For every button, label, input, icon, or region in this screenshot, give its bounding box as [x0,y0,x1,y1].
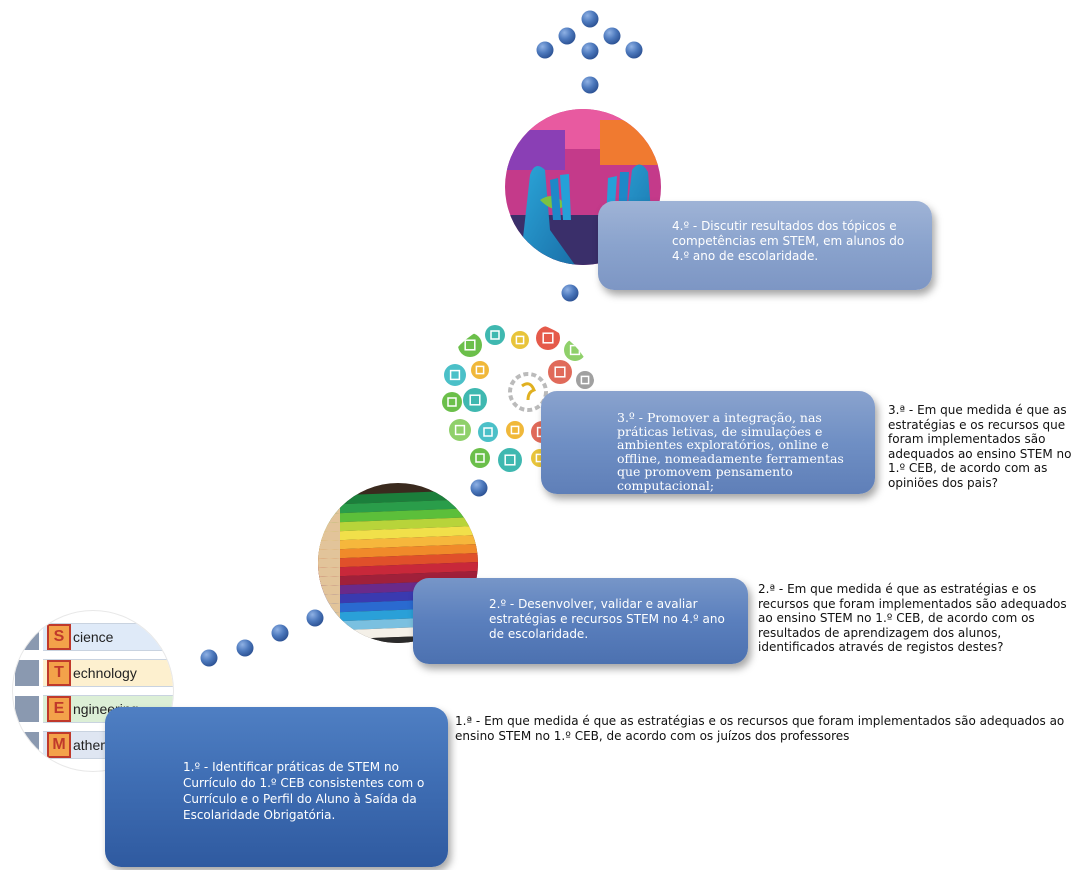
pencil-stripe [318,562,478,577]
connector-dot [470,479,488,497]
connector-dots-2 [470,479,488,497]
pencil-stripe [318,544,478,559]
pencil-stripe [318,499,478,514]
step-2-text: 2.º - Desenvolver, validar e avaliar est… [489,597,725,641]
pencil-stripe [318,490,478,505]
pencil-tip [318,648,340,658]
tool-icon-glyph [449,369,461,381]
tool-icon-glyph [542,332,554,344]
pencil-tip [318,549,340,559]
connector-dot [561,284,579,302]
tool-icon-bubble [564,339,586,361]
tool-icon-glyph [490,330,500,340]
pencil-tip [318,531,340,541]
pencil-tip [318,630,340,640]
pencil-tip [318,585,340,595]
step-3-text: 3.º - Promover a integração, nas prática… [617,410,844,493]
connector-dot [200,649,218,667]
question-1: 1.ª - Em que medida é que as estratégias… [455,714,1065,743]
tool-icon-glyph [469,394,481,406]
tool-icon-glyph [483,427,493,437]
pencil-tip [318,558,340,568]
tool-icon-bubble [449,419,471,441]
tool-icon-bubble [442,392,462,412]
connector-dot [271,624,289,642]
arrow-dot [558,27,576,45]
step-box-3: 3.º - Promover a integração, nas prática… [541,391,875,494]
pencil-stripe [318,535,478,550]
tool-icon-glyph [447,397,457,407]
connector-dot [236,639,254,657]
pencil-stripe [318,526,478,541]
stem-word: echnology [73,665,137,681]
pencil-tip [318,603,340,613]
pencil-tip [318,504,340,514]
tool-icon-glyph [475,365,485,375]
pencil-tip [318,567,340,577]
tool-icon-bubble [463,388,487,412]
pencil-tip [318,513,340,523]
stem-row-thumbnail [15,624,39,650]
arrow-dot [625,41,643,59]
stem-row-thumbnail [15,660,39,686]
stem-row-thumbnail [15,696,39,722]
arrow-dots-up [536,10,643,94]
tool-icon-bubble [498,448,522,472]
arrow-dot [536,41,554,59]
pencil-stripe [318,571,478,586]
pencil-stripe [318,553,478,568]
tool-icon-bubble [576,371,594,389]
connector-dots-3 [561,284,579,302]
tool-icon-bubble [548,360,572,384]
pencil-tip [318,594,340,604]
pencil-stripe [318,517,478,532]
stem-row-thumbnail [15,732,39,758]
pencil-tip [318,540,340,550]
step-box-4: 4.º - Discutir resultados dos tópicos e … [598,201,932,290]
pencil-tip [318,522,340,532]
step-1-text: 1.º - Identificar práticas de STEM no Cu… [183,760,425,822]
tool-icon-bubble [458,333,482,357]
tool-icon-bubble [471,361,489,379]
pencil-stripe [318,508,478,523]
tool-icon-glyph [454,424,466,436]
tool-icon-glyph [580,375,590,385]
stem-letter: S [47,624,71,650]
tool-icon-glyph [464,339,476,351]
arrow-dot [603,27,621,45]
step-4-text: 4.º - Discutir resultados dos tópicos e … [672,219,905,263]
stem-letter: T [47,660,71,686]
arrow-dot [581,42,599,60]
question-2: 2.ª - Em que medida é que as estratégias… [758,582,1067,654]
tool-icon-bubble [444,364,466,386]
tool-icon-bubble [478,422,498,442]
tool-icon-bubble [511,331,529,349]
step-box-2: 2.º - Desenvolver, validar e avaliar est… [413,578,748,664]
tool-icon-glyph [554,366,566,378]
arrow-dot [581,10,599,28]
pencil-tip [318,495,340,505]
arrow-dot [581,76,599,94]
question-3: 3.ª - Em que medida é que as estratégias… [888,403,1072,490]
stem-letter: E [47,696,71,722]
tool-icon-glyph [504,454,516,466]
pencil-tip [318,576,340,586]
connector-dot [306,609,324,627]
connector-dots-1 [200,609,324,667]
tool-icon-bubble [506,421,524,439]
stem-word: cience [73,629,114,645]
tool-icon-bubble [485,325,505,345]
stem-letter: M [47,732,71,758]
tool-icon-glyph [475,453,485,463]
pencil-tip [318,639,340,643]
tool-icon-glyph [515,335,525,345]
tool-icon-glyph [510,425,520,435]
tool-icon-bubble [536,326,560,350]
step-box-1: 1.º - Identificar práticas de STEM no Cu… [105,707,448,867]
tool-icon-bubble [470,448,490,468]
